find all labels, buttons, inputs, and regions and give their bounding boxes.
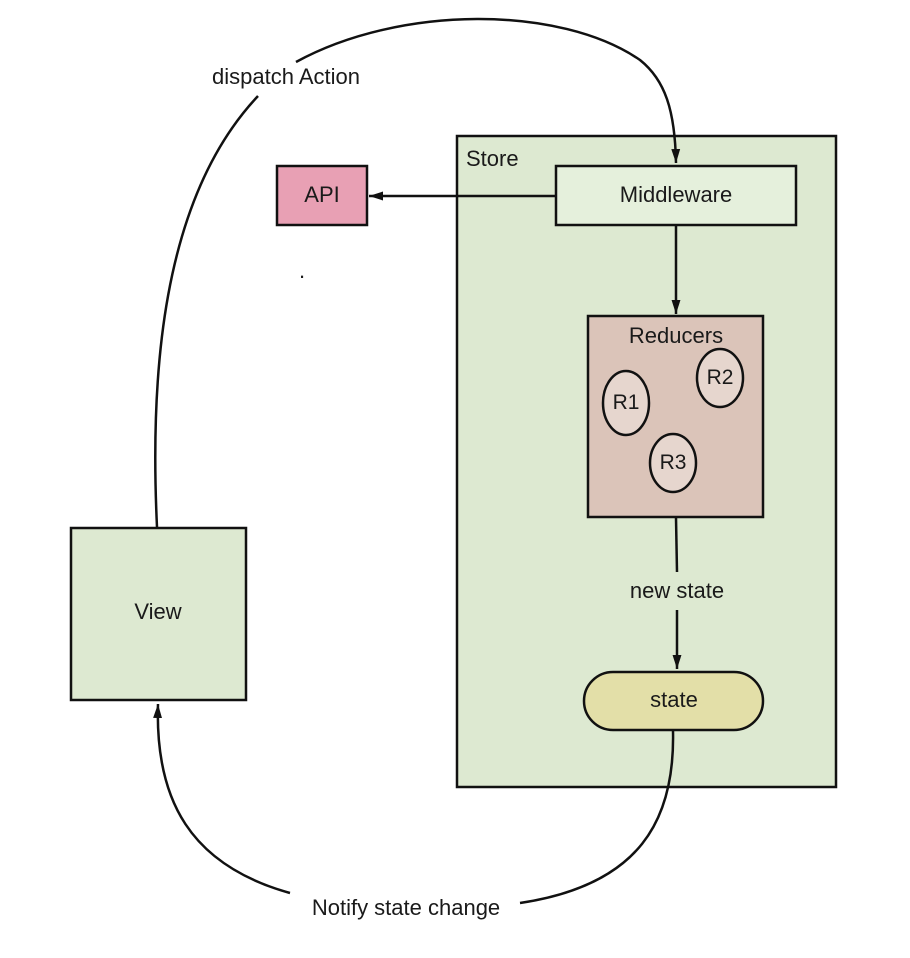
api-box[interactable] bbox=[275, 164, 369, 227]
stray-dot: . bbox=[299, 258, 305, 283]
new-state-label: new state bbox=[630, 578, 724, 603]
edge-dispatch-action-lower bbox=[154, 95, 259, 528]
edge-reducers-to-state-upper bbox=[674, 517, 679, 573]
store-label: Store bbox=[466, 146, 519, 171]
reducer-r1-label: R1 bbox=[613, 391, 640, 414]
edge-notify-lower-right bbox=[519, 730, 675, 905]
reducer-r2-label: R2 bbox=[707, 366, 734, 389]
state-node[interactable] bbox=[582, 670, 765, 732]
middleware-label: Middleware bbox=[620, 182, 733, 207]
reducer-r3-label: R3 bbox=[660, 451, 687, 474]
state-label: state bbox=[650, 687, 698, 712]
view-label: View bbox=[134, 599, 181, 624]
reducer-r2[interactable] bbox=[695, 347, 745, 409]
reducers-label: Reducers bbox=[629, 323, 723, 348]
dispatch-action-label: dispatch Action bbox=[212, 64, 360, 89]
edge-notify-lower-left bbox=[153, 703, 291, 895]
api-label: API bbox=[304, 182, 339, 207]
edge-dispatch-action-upper bbox=[295, 17, 681, 164]
middleware-box[interactable] bbox=[554, 164, 798, 227]
reducer-r1[interactable] bbox=[601, 369, 651, 437]
notify-state-change-label: Notify state change bbox=[312, 895, 500, 920]
reducer-r3[interactable] bbox=[648, 432, 698, 494]
view-box[interactable] bbox=[69, 526, 248, 702]
